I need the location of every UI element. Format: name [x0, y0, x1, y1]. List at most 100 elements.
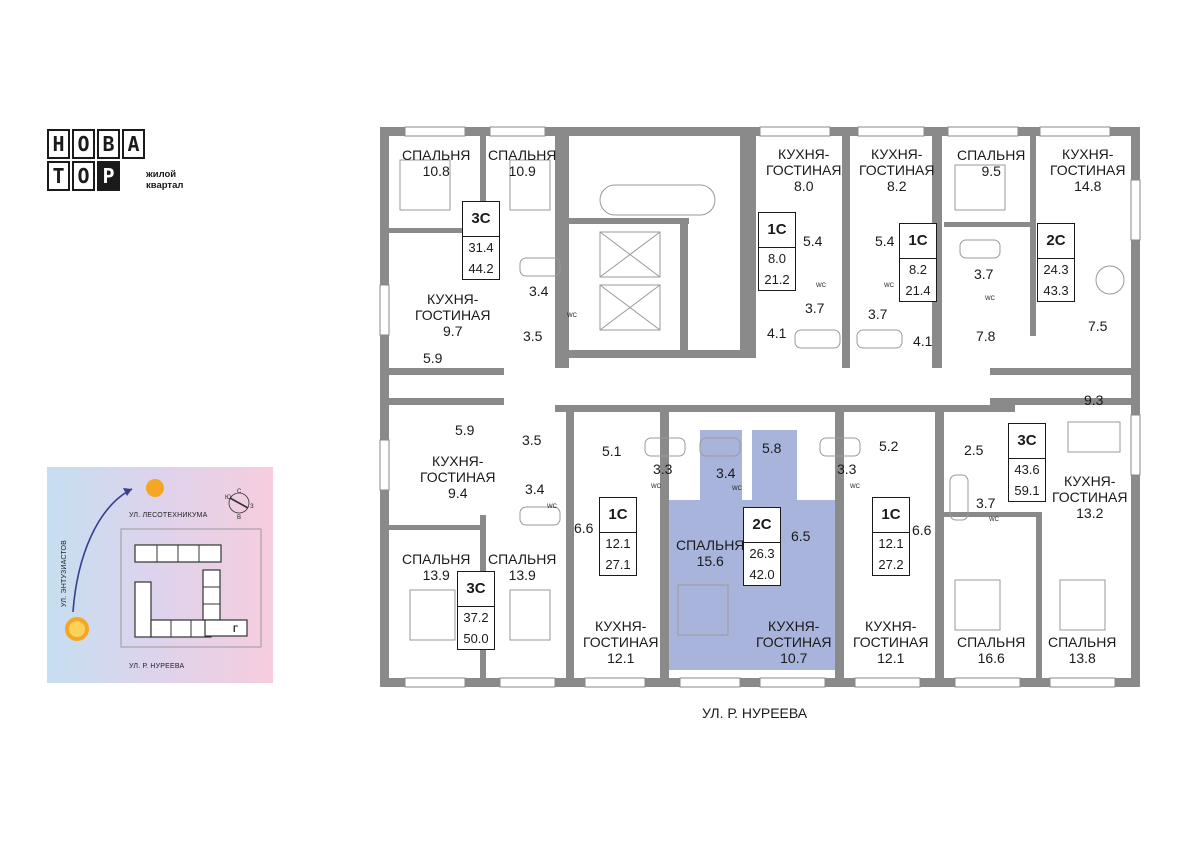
room-name: КУХНЯ- ГОСТИНАЯ — [859, 146, 935, 178]
street-label: УЛ. Р. НУРЕЕВА — [702, 705, 808, 721]
apartment-box: 1С 8.2 21.4 — [899, 223, 937, 302]
wc-label: WC — [816, 283, 826, 289]
wc-label: WC — [732, 486, 742, 492]
room-name: КУХНЯ- ГОСТИНАЯ — [853, 618, 929, 650]
apartment-type: 1С — [873, 498, 909, 533]
room-name: СПАЛЬНЯ — [488, 147, 557, 163]
apartment-total-area: 21.4 — [905, 283, 931, 298]
compass-label: Ю — [225, 495, 232, 501]
logo: Н О В А Т О Р — [47, 129, 145, 191]
room-area: 6.6 — [912, 522, 932, 538]
logo-letter: О — [72, 161, 95, 191]
apartment-living-area: 37.2 — [463, 610, 489, 625]
room-name: КУХНЯ- ГОСТИНАЯ — [415, 291, 491, 323]
room-area: 13.2 — [1076, 505, 1104, 521]
room-area: 13.9 — [508, 567, 536, 583]
logo-letter: О — [72, 129, 95, 159]
apartment-box: 3С 31.4 44.2 — [462, 201, 500, 280]
room-area: 3.4 — [529, 283, 549, 299]
room-area: 10.8 — [422, 163, 450, 179]
room-area: 7.8 — [976, 328, 996, 344]
apartment-box: 3С 37.2 50.0 — [457, 571, 495, 650]
compass-label: В — [237, 515, 242, 521]
room-name: КУХНЯ- ГОСТИНАЯ — [1052, 473, 1128, 505]
logo-subtitle-line: квартал — [146, 180, 184, 191]
room-name: СПАЛЬНЯ — [957, 147, 1026, 163]
windows — [379, 126, 1141, 688]
wc-label: WC — [567, 313, 577, 319]
situation-plan: УЛ. ЛЕСОТЕХНИКУМА УЛ. ЭНТУЗИАСТОВ УЛ. Р.… — [47, 467, 273, 683]
logo-letter: Т — [47, 161, 70, 191]
room-area: 5.9 — [455, 422, 475, 438]
room-area: 6.6 — [574, 520, 594, 536]
apartment-living-area: 8.0 — [767, 251, 787, 266]
apartment-type: 1С — [759, 213, 795, 248]
room-area: 15.6 — [696, 553, 724, 569]
apartment-total-area: 59.1 — [1014, 483, 1040, 498]
apartment-box: 1С 8.0 21.2 — [758, 212, 796, 291]
room-area: 9.5 — [981, 163, 1001, 179]
room-area: 3.7 — [976, 495, 996, 511]
room-area: 4.1 — [767, 325, 787, 341]
highlight-hall — [752, 430, 797, 500]
room-area: 5.8 — [762, 440, 782, 456]
apartment-total-area: 27.2 — [878, 557, 904, 572]
room-area: 3.7 — [974, 266, 994, 282]
room-name: СПАЛЬНЯ — [488, 551, 557, 567]
apartment-type: 3С — [458, 572, 494, 607]
room-area: 12.1 — [607, 650, 635, 666]
room-area: 2.5 — [964, 442, 984, 458]
room-area: 3.7 — [805, 300, 825, 316]
apartment-box: 2С 26.3 42.0 — [743, 507, 781, 586]
apartment-total-area: 27.1 — [605, 557, 631, 572]
apartment-type: 2С — [744, 508, 780, 543]
apartment-living-area: 24.3 — [1043, 262, 1069, 277]
compass-label: З — [250, 504, 254, 510]
room-area: 14.8 — [1074, 178, 1102, 194]
wc-label: WC — [547, 504, 557, 510]
room-area: 12.1 — [877, 650, 905, 666]
room-name: КУХНЯ- ГОСТИНАЯ — [1050, 146, 1126, 178]
room-area: 10.7 — [780, 650, 808, 666]
apartment-living-area: 12.1 — [878, 536, 904, 551]
wc-label: WC — [884, 283, 894, 289]
logo-subtitle: жилой квартал — [146, 169, 183, 191]
room-name: СПАЛЬНЯ — [402, 551, 471, 567]
room-area: 5.4 — [875, 233, 895, 249]
room-area: 13.8 — [1068, 650, 1096, 666]
room-area: 3.3 — [837, 461, 857, 477]
logo-letter: Р — [97, 161, 120, 191]
apartment-type: 3С — [463, 202, 499, 237]
apartment-type: 2С — [1038, 224, 1074, 259]
apartment-total-area: 43.3 — [1043, 283, 1069, 298]
compass-label: С — [237, 489, 242, 495]
apartment-total-area: 21.2 — [764, 272, 790, 287]
logo-subtitle-line: жилой — [146, 169, 177, 180]
room-area: 3.7 — [868, 306, 888, 322]
room-area: 7.5 — [1088, 318, 1108, 334]
room-area: 9.4 — [448, 485, 468, 501]
room-name: КУХНЯ- ГОСТИНАЯ — [583, 618, 659, 650]
apartment-total-area: 44.2 — [468, 261, 494, 276]
room-area: 3.4 — [525, 481, 545, 497]
room-area: 3.3 — [653, 461, 673, 477]
apartment-type: 1С — [600, 498, 636, 533]
room-area: 8.2 — [887, 178, 907, 194]
wc-label: WC — [850, 484, 860, 490]
room-name: СПАЛЬНЯ — [676, 537, 745, 553]
room-area: 6.5 — [791, 528, 811, 544]
street-label: УЛ. ЭНТУЗИАСТОВ — [61, 539, 68, 607]
